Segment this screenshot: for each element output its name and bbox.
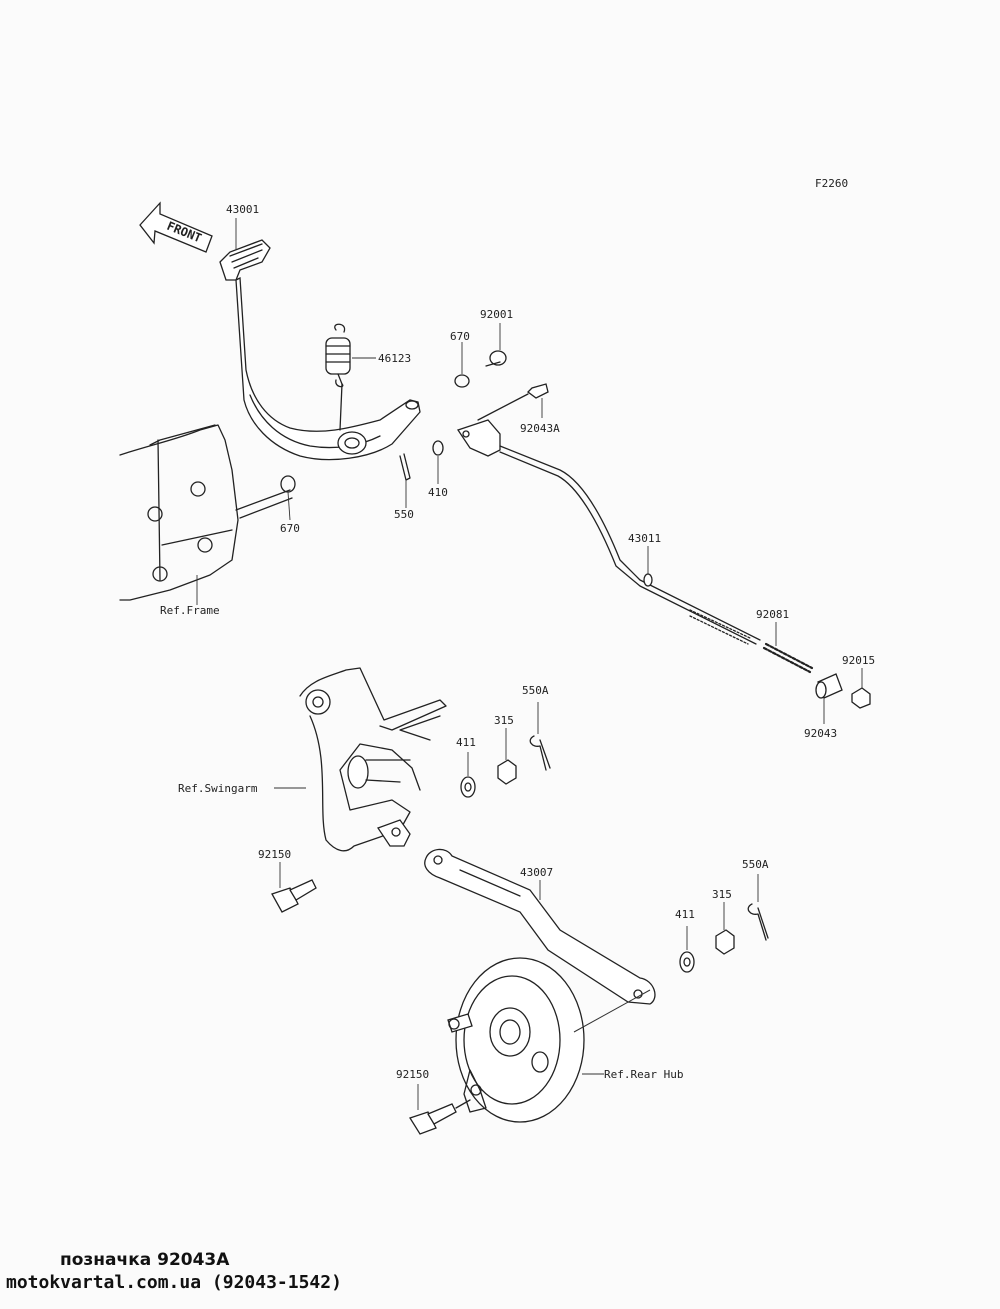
swingarm [299, 667, 447, 852]
label-92001: 92001 [480, 308, 513, 321]
ref-swingarm: Ref.Swingarm [178, 782, 258, 795]
label-92043A: 92043A [520, 422, 560, 435]
spring-46123 [325, 323, 351, 431]
figure-code: F2260 [815, 177, 848, 190]
front-arrow-icon: FRONT [139, 201, 213, 253]
washer-411-upper [460, 776, 476, 798]
cam-lever [377, 819, 411, 847]
label-43007: 43007 [520, 866, 553, 879]
bolt-92001 [485, 350, 507, 367]
nut-92015 [851, 687, 871, 709]
nut-315-lower [715, 929, 735, 955]
collar-92043 [815, 673, 843, 699]
footer-caption: позначка 92043A [60, 1250, 230, 1270]
torque-link-43007 [424, 848, 656, 1005]
nut-315-upper [497, 759, 517, 785]
bolt-92150-lower [409, 1103, 457, 1135]
label-92081: 92081 [756, 608, 789, 621]
label-43011: 43011 [628, 532, 661, 545]
label-550: 550 [394, 508, 414, 521]
label-670-upper: 670 [450, 330, 470, 343]
footer-site: motokvartal.com.ua (92043-1542) [6, 1272, 342, 1293]
washer-670-lower [280, 475, 296, 493]
bolt-92150-upper [271, 879, 317, 913]
brake-pedal [219, 239, 421, 461]
label-43001: 43001 [226, 203, 259, 216]
ref-frame: Ref.Frame [160, 604, 220, 617]
clevis-joint [456, 419, 501, 457]
brake-panel [447, 957, 585, 1123]
washer-410 [432, 440, 444, 456]
label-670-lower: 670 [280, 522, 300, 535]
label-411-upper: 411 [456, 736, 476, 749]
frame-plate [119, 424, 293, 601]
pin-92043A [477, 383, 549, 421]
label-92150-upper: 92150 [258, 848, 291, 861]
cotter-pin-550A-upper [529, 735, 551, 771]
label-550A-lower: 550A [742, 858, 769, 871]
label-315-lower: 315 [712, 888, 732, 901]
ref-rear-hub: Ref.Rear Hub [604, 1068, 683, 1081]
washer-411-lower [679, 951, 695, 973]
spring-92081 [762, 642, 814, 674]
label-411-lower: 411 [675, 908, 695, 921]
brake-rod-43011 [499, 445, 761, 645]
cotter-pin-550A-lower [747, 903, 769, 941]
label-315-upper: 315 [494, 714, 514, 727]
label-92150-lower: 92150 [396, 1068, 429, 1081]
label-46123: 46123 [378, 352, 411, 365]
label-92043: 92043 [804, 727, 837, 740]
label-410: 410 [428, 486, 448, 499]
label-92015: 92015 [842, 654, 875, 667]
washer-670-upper [454, 374, 470, 388]
cotter-pin-550 [399, 453, 411, 481]
label-550A-upper: 550A [522, 684, 549, 697]
